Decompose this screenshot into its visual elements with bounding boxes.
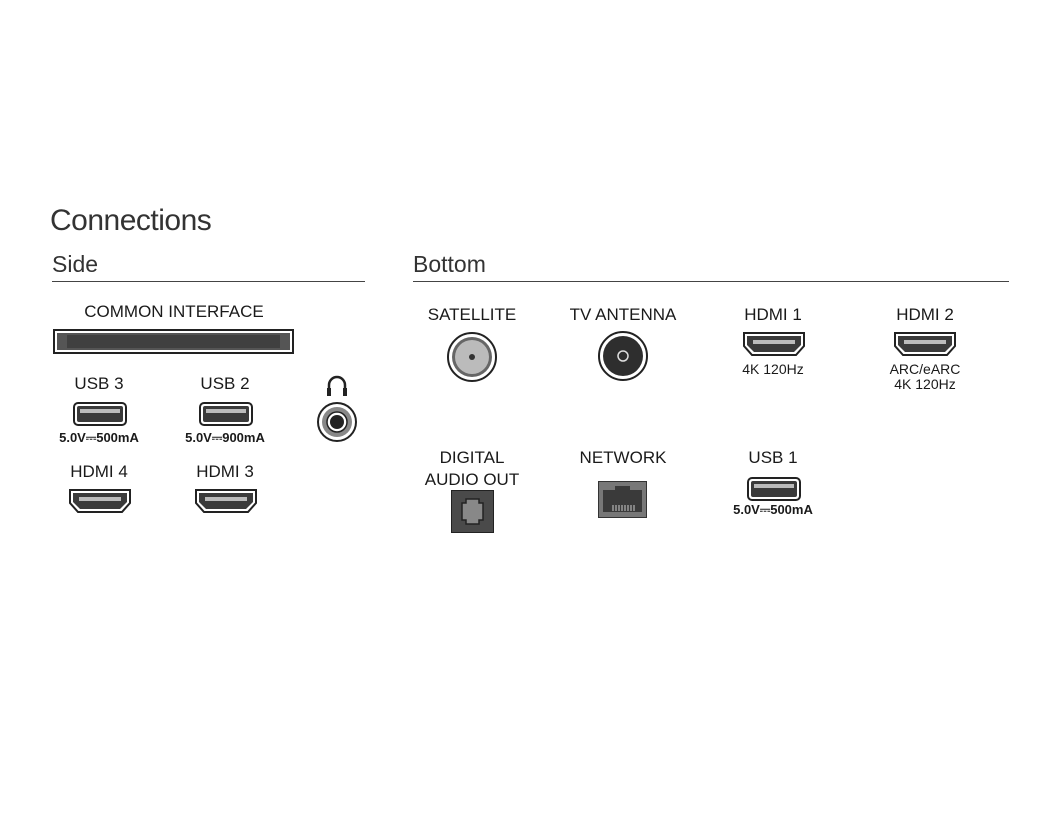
hdmi-port-icon: [893, 331, 957, 357]
common-interface-slot-icon: [53, 329, 294, 354]
headphone-jack-icon: [317, 402, 357, 442]
ethernet-port-icon: [598, 481, 647, 518]
usb3-spec: 5.0V⎓500mA: [59, 430, 139, 445]
usb3-label: USB 3: [74, 374, 124, 393]
hdmi-port-icon: [742, 331, 806, 357]
hdmi1-label: HDMI 1: [744, 305, 802, 324]
usb2-label: USB 2: [200, 374, 250, 393]
usb1-label: USB 1: [748, 448, 798, 467]
usb-port-icon: [747, 477, 801, 501]
usb-port-icon: [73, 402, 127, 426]
digital-audio-label-line1: DIGITAL: [439, 448, 505, 467]
network-label: NETWORK: [579, 448, 667, 467]
hdmi-port-icon: [194, 488, 258, 514]
section-side-heading: Side: [52, 251, 99, 277]
hdmi2-spec-res: 4K 120Hz: [894, 376, 956, 392]
tv-antenna-connector-icon: [598, 331, 648, 381]
hdmi2-label: HDMI 2: [896, 305, 954, 324]
hdmi3-label: HDMI 3: [196, 462, 254, 481]
usb-port-icon: [199, 402, 253, 426]
hdmi2-spec-arc: ARC/eARC: [889, 361, 961, 377]
page-title: Connections: [50, 204, 212, 237]
divider-side: [52, 281, 365, 282]
headphones-icon: [327, 375, 347, 396]
hdmi-port-icon: [68, 488, 132, 514]
divider-bottom: [413, 281, 1009, 282]
hdmi1-spec: 4K 120Hz: [742, 361, 804, 377]
optical-port-icon: [451, 490, 494, 533]
section-bottom-heading: Bottom: [413, 251, 486, 277]
hdmi4-label: HDMI 4: [70, 462, 128, 481]
satellite-connector-icon: [447, 332, 497, 382]
satellite-label: SATELLITE: [427, 305, 517, 324]
common-interface-label: COMMON INTERFACE: [84, 302, 264, 321]
usb1-spec: 5.0V⎓500mA: [733, 502, 813, 517]
digital-audio-label-line2: AUDIO OUT: [424, 470, 520, 489]
usb2-spec: 5.0V⎓900mA: [185, 430, 265, 445]
tv-antenna-label: TV ANTENNA: [569, 305, 677, 324]
